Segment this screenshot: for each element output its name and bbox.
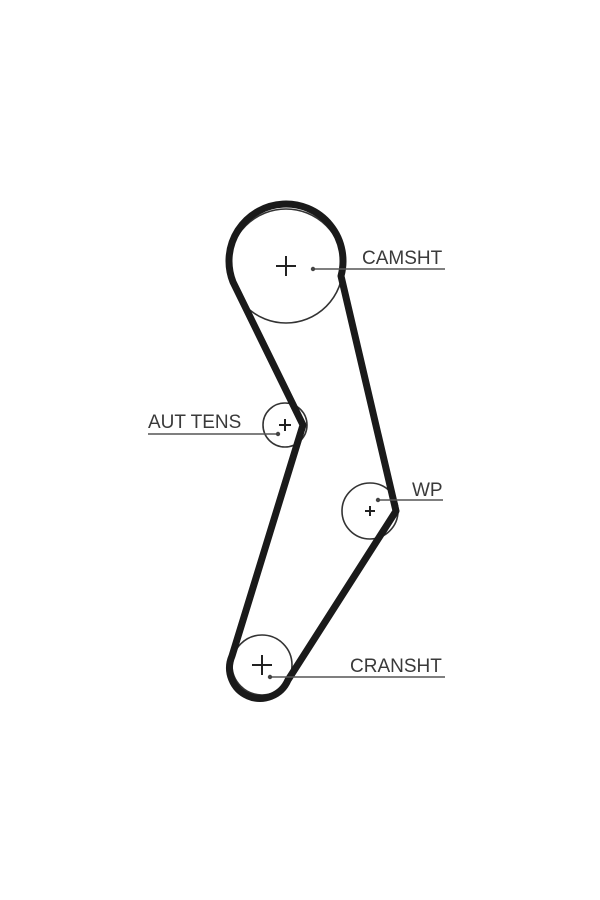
- water-pump-center-mark: [365, 506, 375, 516]
- water-pump-label: WP: [412, 480, 443, 501]
- tensioner-leader-dot: [275, 431, 281, 437]
- water-pump-leader-dot: [375, 497, 381, 503]
- crankshaft-label: CRANSHT: [350, 656, 442, 677]
- crankshaft-center-mark: [252, 655, 272, 675]
- camshaft-label: CAMSHT: [362, 248, 443, 269]
- crankshaft-leader-dot: [267, 674, 273, 680]
- camshaft-leader-dot: [310, 266, 316, 272]
- camshaft-center-mark: [276, 256, 296, 276]
- tensioner-label: AUT TENS: [148, 412, 241, 433]
- timing-belt: [225, 200, 400, 702]
- tensioner-center-mark: [279, 419, 291, 431]
